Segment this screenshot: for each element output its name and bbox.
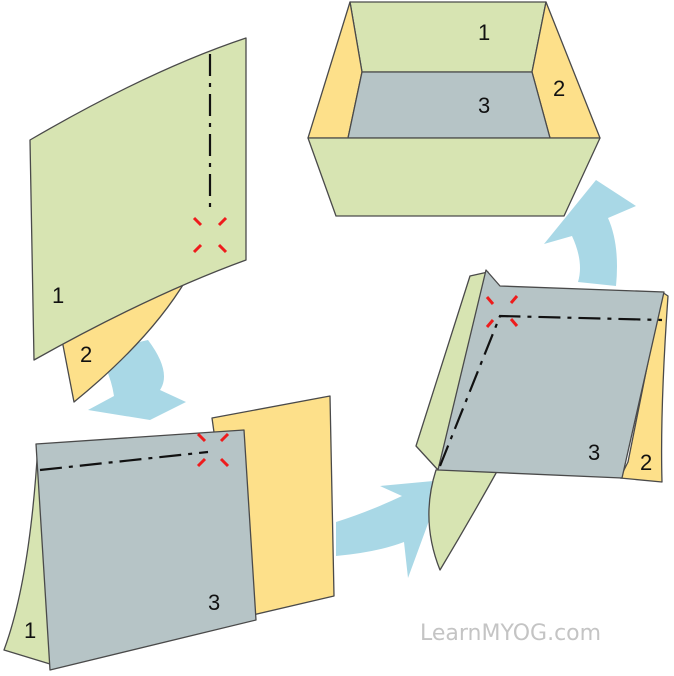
step2-figure: 3 1	[3, 395, 335, 671]
step3-label-panel-3: 3	[588, 440, 600, 465]
step4-box-figure: 1 2 3	[307, 1, 601, 217]
step3-panel-yellow	[619, 291, 669, 483]
step3-figure: 3 2	[415, 269, 669, 571]
step2-panel-3	[35, 429, 257, 671]
step4-label-bottom: 3	[478, 93, 490, 118]
step3-panel-3	[437, 269, 665, 479]
step1-label-panel-2: 2	[80, 342, 92, 367]
step1-label-panel-1: 1	[52, 283, 64, 308]
step1-panel-2	[61, 279, 187, 403]
box-floor	[347, 71, 551, 139]
corner-cut-mark-icon	[485, 295, 519, 328]
step2-label-panel-3: 3	[208, 590, 220, 615]
watermark: LearnMYOG.com	[420, 621, 601, 646]
step1-panel-1	[29, 37, 247, 361]
step1-figure: 1 2	[29, 37, 247, 403]
step3-flap-green-bottom	[428, 465, 501, 571]
step4-label-right: 2	[553, 76, 565, 101]
box-back-wall	[349, 1, 547, 73]
corner-cut-mark-icon	[192, 216, 228, 254]
box-front-wall	[307, 137, 601, 217]
step2-stitch-line	[39, 450, 209, 472]
corner-cut-mark-icon	[196, 432, 230, 468]
step2-label-panel-1: 1	[24, 618, 36, 643]
step3-stitch-line	[438, 314, 663, 467]
arrow-step3-to-step4	[544, 180, 636, 286]
step2-panel-1	[3, 443, 51, 665]
step3-label-panel-2: 2	[640, 450, 652, 475]
arrow-step2-to-step3	[336, 480, 444, 578]
step4-label-back: 1	[478, 20, 490, 45]
